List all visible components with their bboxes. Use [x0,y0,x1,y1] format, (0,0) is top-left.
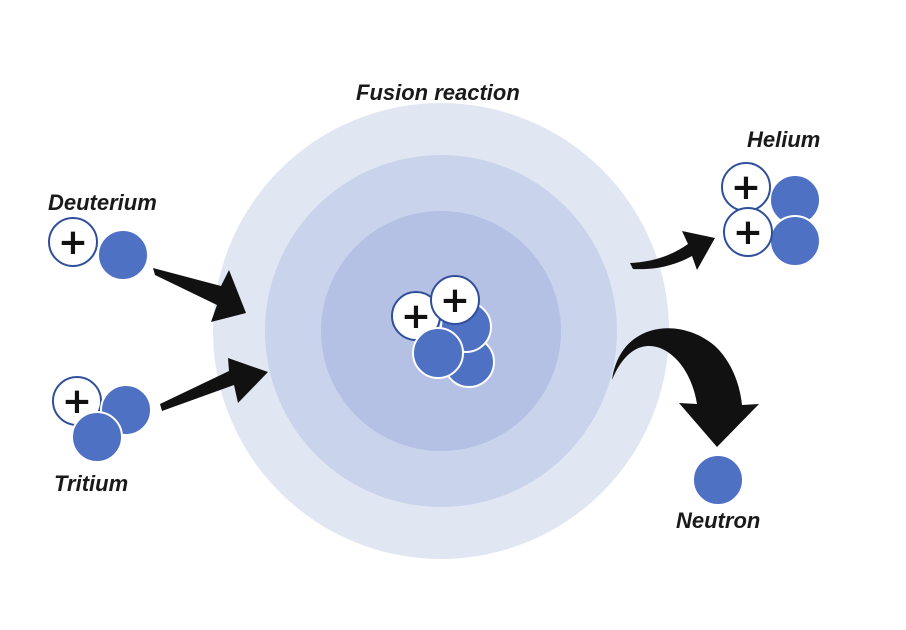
proton [723,207,773,257]
diagram-title: Fusion reaction [356,80,520,105]
proton-plus-sign: + [733,212,763,253]
deuterium-label: Deuterium [48,190,157,215]
neutron [71,411,123,463]
fusion-core-cluster: + + [391,275,495,388]
proton [48,217,98,267]
helium-nucleus: + + [721,162,821,267]
proton-plus-sign: + [58,222,88,263]
helium-arrow [630,231,715,270]
tritium-arrow [160,358,268,411]
helium-label: Helium [747,127,821,152]
deuterium-arrow [153,268,246,322]
neutron [97,229,149,281]
proton [430,275,480,325]
proton-plus-sign: + [440,280,470,321]
proton-plus-sign: + [731,167,761,208]
neutron [769,215,821,267]
tritium-nucleus: + [52,376,152,463]
free-neutron [692,454,744,506]
neutron [412,327,464,379]
neutron-arrow [612,328,759,447]
arrows [153,231,759,447]
tritium-label: Tritium [54,471,129,496]
neutron-label: Neutron [676,508,761,533]
deuterium-nucleus: + [48,217,149,281]
